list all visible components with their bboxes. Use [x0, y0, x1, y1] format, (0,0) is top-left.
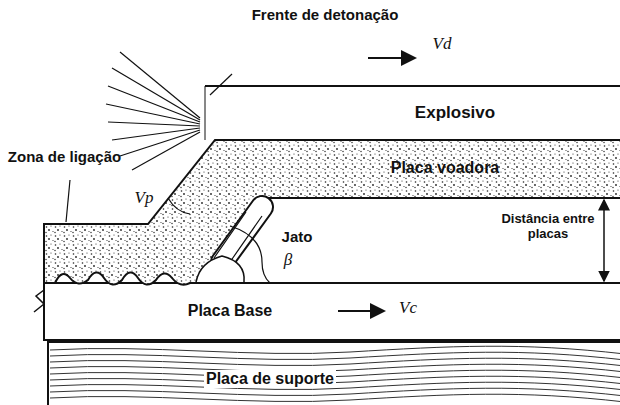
- jet: [222, 207, 262, 262]
- plate-region: Placa Base: [150, 296, 310, 326]
- part-name: Placa Base: [186, 302, 275, 320]
- annotation: Distância entre placas: [500, 212, 596, 242]
- plate-region: Explosivo: [380, 98, 530, 128]
- wood-grain: [50, 394, 620, 402]
- base-plate: [44, 283, 620, 340]
- annotation: Jato: [272, 228, 322, 245]
- velocity-symbol: Vp: [126, 188, 162, 208]
- plate-region: Placa voadora: [360, 150, 530, 186]
- support-plate: [48, 342, 620, 405]
- annotation: Zona de ligação: [2, 148, 127, 165]
- explosive-layer: [205, 85, 620, 87]
- plate-region: Placa de suporte: [170, 364, 370, 394]
- annotation: Frente de detonação: [235, 6, 415, 23]
- velocity-symbol: Vc: [388, 298, 428, 318]
- velocity-symbol: β: [276, 250, 300, 270]
- part-name: Placa de suporte: [204, 370, 336, 388]
- velocity-symbol: Vd: [422, 34, 462, 54]
- part-name: Placa voadora: [391, 159, 500, 177]
- flyer-plate: [44, 140, 620, 285]
- part-name: Explosivo: [415, 103, 495, 123]
